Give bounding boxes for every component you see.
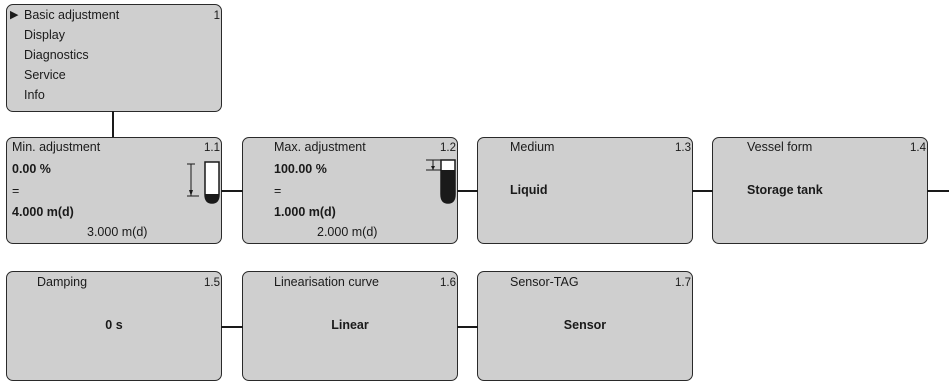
vessel-full-level-icon	[426, 159, 456, 204]
vessel-form-value[interactable]: Storage tank	[747, 183, 823, 197]
linearisation-number: 1.6	[440, 277, 456, 289]
connector-max-to-medium	[457, 190, 478, 192]
vessel-form-number: 1.4	[910, 142, 926, 154]
max-adjustment-equals: =	[274, 184, 282, 198]
medium-value[interactable]: Liquid	[510, 183, 548, 197]
menu-item-display[interactable]: Display	[24, 28, 65, 42]
max-adjustment-percent[interactable]: 100.00 %	[274, 162, 327, 176]
damping-value[interactable]: 0 s	[105, 318, 123, 332]
menu-number: 1	[213, 10, 220, 22]
damping-title: Damping	[37, 275, 88, 289]
connector-medium-to-vessel	[692, 190, 713, 192]
max-adjustment-box[interactable]: Max. adjustment 1.2 100.00 % = 1.000 m(d…	[242, 137, 458, 244]
max-adjustment-title: Max. adjustment	[274, 140, 366, 154]
menu-item-service[interactable]: Service	[24, 68, 66, 82]
connector-linearisation-to-sensor-tag	[457, 326, 478, 328]
min-adjustment-equals: =	[12, 184, 20, 198]
min-adjustment-title: Min. adjustment	[12, 140, 101, 154]
connector-menu-to-min	[112, 111, 114, 138]
min-adjustment-value[interactable]: 4.000 m(d)	[12, 205, 74, 219]
vessel-form-box[interactable]: Vessel form 1.4 Storage tank	[712, 137, 928, 244]
sensor-tag-box[interactable]: Sensor-TAG 1.7 Sensor	[477, 271, 693, 381]
sensor-tag-value[interactable]: Sensor	[563, 318, 607, 332]
max-adjustment-number: 1.2	[440, 142, 456, 154]
connector-min-to-max	[221, 190, 243, 192]
sensor-tag-number: 1.7	[675, 277, 691, 289]
vessel-empty-level-icon	[187, 161, 220, 204]
min-adjustment-percent[interactable]: 0.00 %	[12, 162, 51, 176]
menu-item-diagnostics[interactable]: Diagnostics	[24, 48, 89, 62]
damping-box[interactable]: Damping 1.5 0 s	[6, 271, 222, 381]
damping-number: 1.5	[204, 277, 220, 289]
max-adjustment-value[interactable]: 1.000 m(d)	[274, 205, 336, 219]
menu-item-info[interactable]: Info	[24, 88, 45, 102]
selection-marker-icon: ▶	[10, 9, 19, 21]
max-adjustment-reading: 2.000 m(d)	[317, 225, 378, 239]
main-menu-box: ▶ Basic adjustment Display Diagnostics S…	[6, 4, 222, 112]
connector-vessel-continue	[927, 190, 949, 192]
min-adjustment-reading: 3.000 m(d)	[87, 225, 148, 239]
medium-number: 1.3	[675, 142, 691, 154]
medium-title: Medium	[510, 140, 555, 154]
sensor-tag-title: Sensor-TAG	[510, 275, 579, 289]
linearisation-box[interactable]: Linearisation curve 1.6 Linear	[242, 271, 458, 381]
vessel-form-title: Vessel form	[747, 140, 813, 154]
min-adjustment-number: 1.1	[204, 142, 220, 154]
medium-box[interactable]: Medium 1.3 Liquid	[477, 137, 693, 244]
min-adjustment-box[interactable]: Min. adjustment 1.1 0.00 % = 4.000 m(d) …	[6, 137, 222, 244]
menu-item-basic-adjustment[interactable]: Basic adjustment	[24, 8, 120, 22]
linearisation-title: Linearisation curve	[274, 275, 379, 289]
connector-damping-to-linearisation	[221, 326, 243, 328]
linearisation-value[interactable]: Linear	[331, 318, 369, 332]
